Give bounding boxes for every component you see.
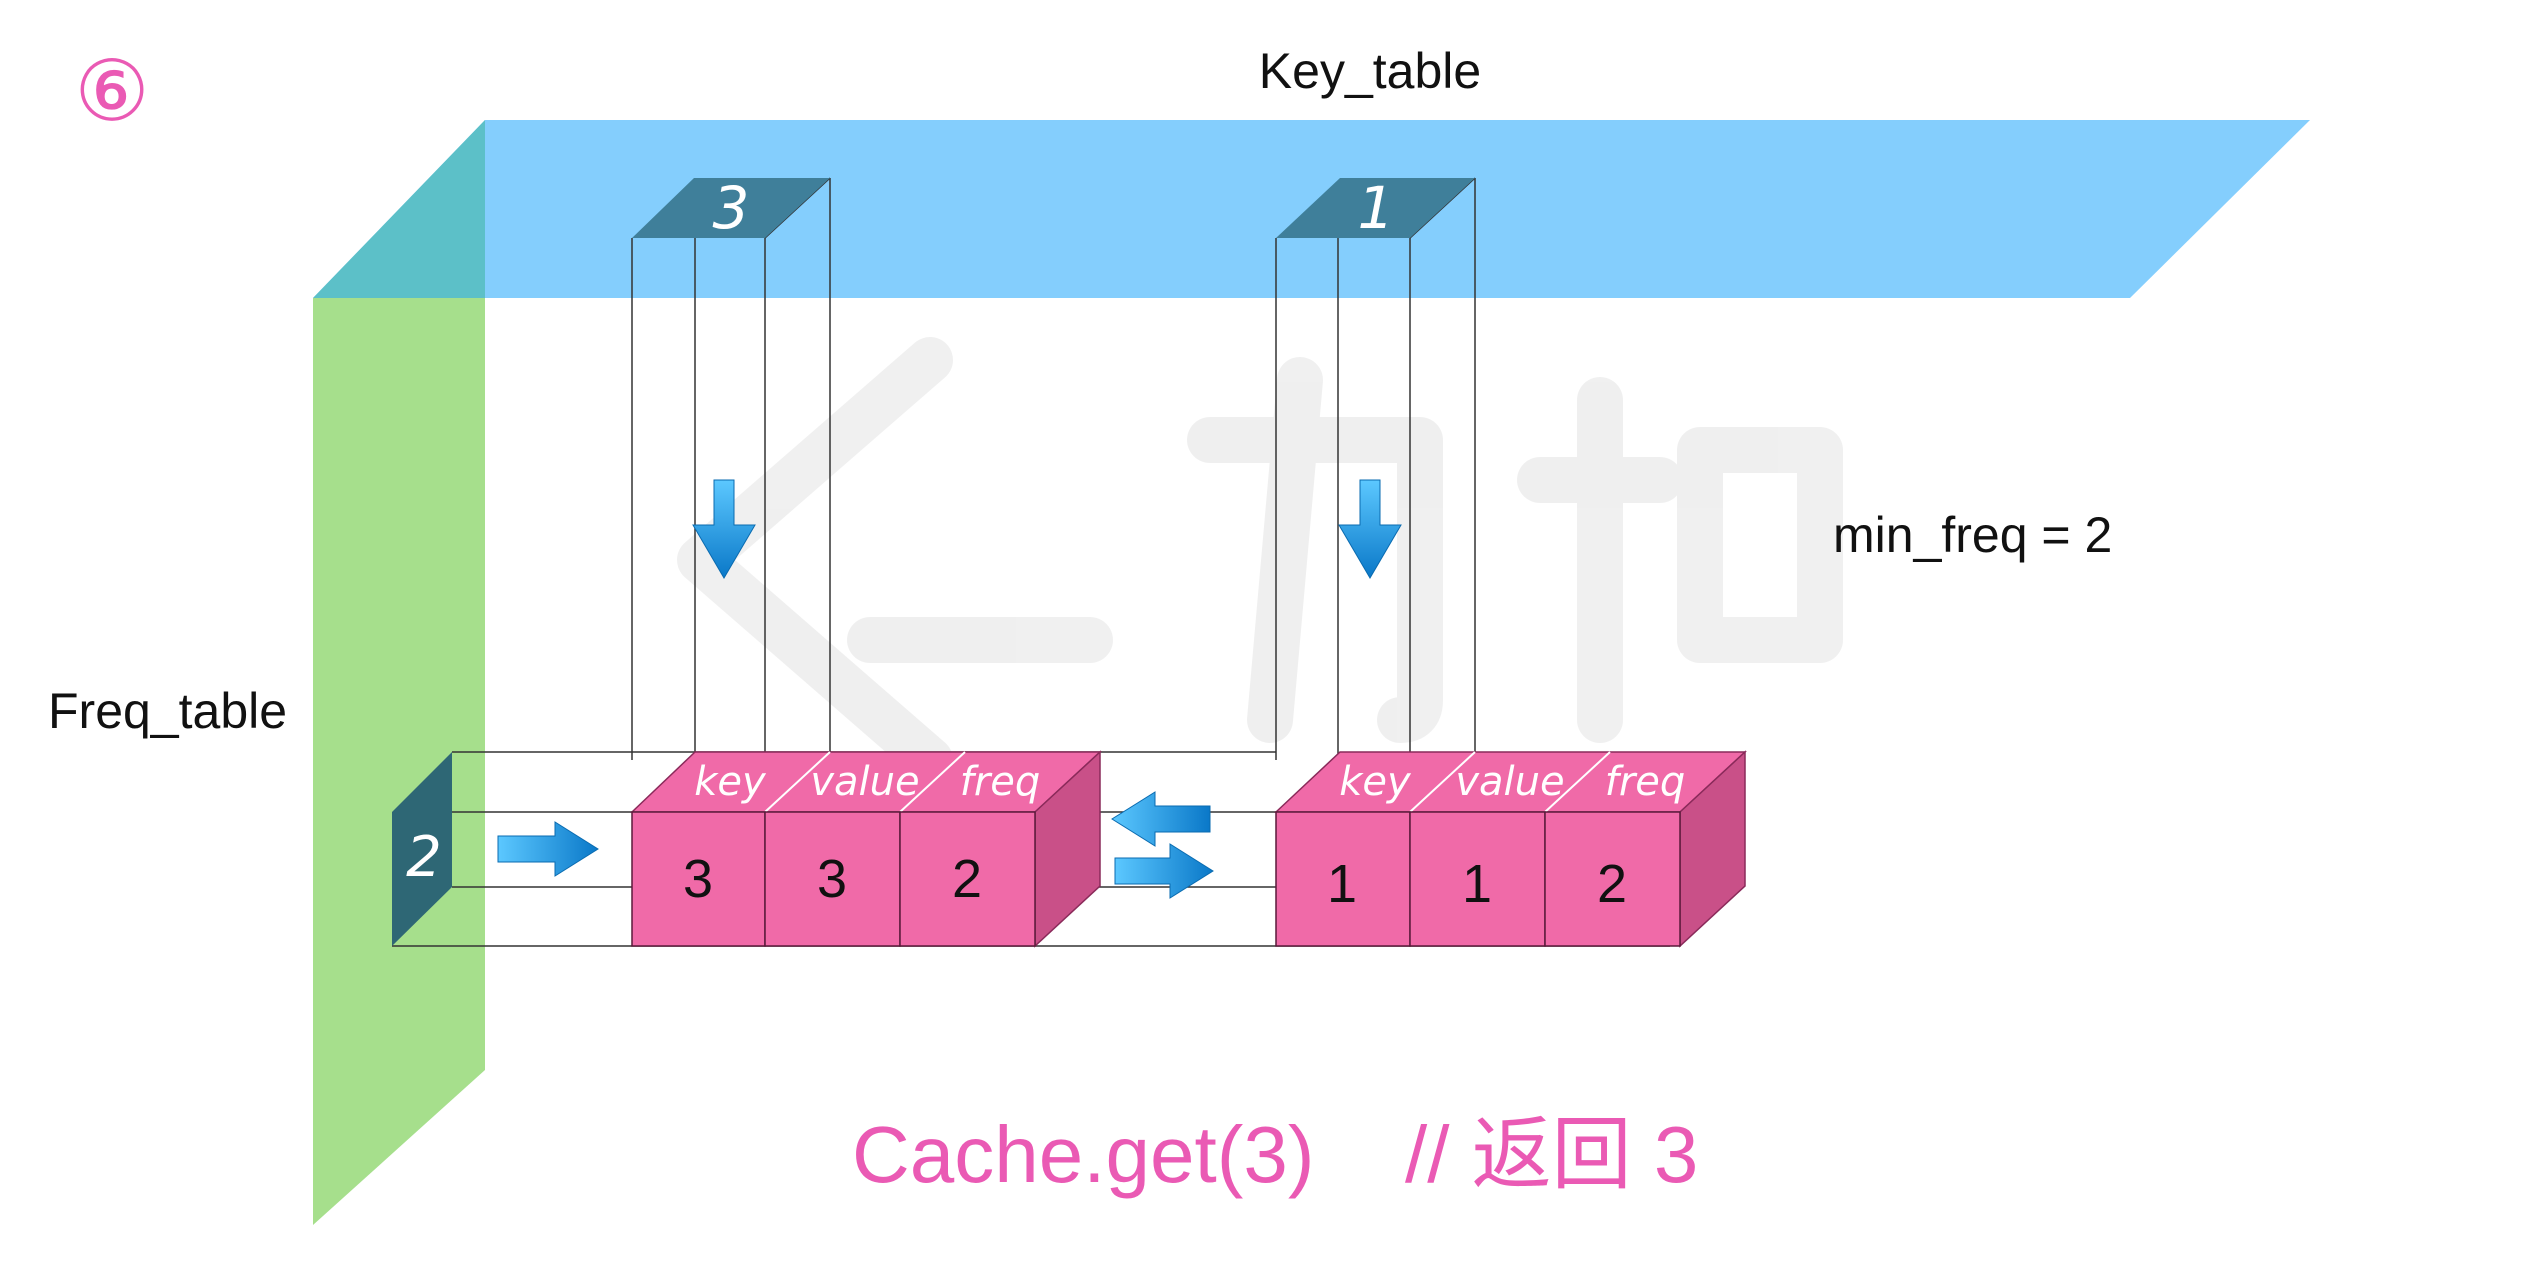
node-key-cell: 1 [1327, 854, 1357, 914]
cache-node-key-1: key value freq 1 1 2 [1274, 750, 1747, 948]
node-header-key: key [694, 759, 767, 805]
node-header-value: value [810, 759, 919, 805]
key-table-entry-label: 3 [713, 174, 750, 242]
node-freq-cell: 2 [1597, 854, 1627, 914]
key-table-entry-label: 1 [1358, 174, 1395, 242]
node-key-cell: 3 [683, 849, 713, 909]
freq-table-entry: 2 [392, 752, 452, 946]
next-arrow-icon [1114, 843, 1214, 899]
freq-entry-label: 2 [406, 825, 442, 890]
key-table-entry-3: 3 [632, 174, 830, 242]
caption-call: Cache.get(3) [852, 1110, 1314, 1199]
freq-table-plane [313, 298, 485, 1225]
min-freq-label: min_freq = 2 [1833, 507, 2112, 563]
step-marker: ⑥ [74, 44, 149, 138]
key-column-wires-3 [631, 177, 831, 760]
key-table-label: Key_table [1259, 43, 1481, 99]
down-arrow-icon [692, 479, 756, 579]
right-arrow-icon [497, 821, 599, 877]
watermark-logo [677, 337, 1843, 783]
node-value-cell: 3 [817, 849, 847, 909]
operation-caption: Cache.get(3) // 返回 3 [852, 1110, 1698, 1199]
cache-node-key-3: key value freq 3 3 2 [630, 750, 1102, 948]
prev-arrow-icon [1111, 791, 1211, 847]
down-arrow-icon [1338, 479, 1402, 579]
freq-table-label: Freq_table [48, 683, 287, 739]
node-header-value: value [1455, 759, 1564, 805]
caption-comment: // 返回 3 [1405, 1110, 1698, 1199]
node-value-cell: 1 [1462, 854, 1492, 914]
node-header-freq: freq [960, 759, 1041, 805]
key-table-entry-1: 1 [1276, 174, 1475, 242]
node-header-freq: freq [1605, 759, 1686, 805]
node-freq-cell: 2 [952, 849, 982, 909]
node-header-key: key [1339, 759, 1412, 805]
table-corner-overlap [313, 120, 485, 298]
